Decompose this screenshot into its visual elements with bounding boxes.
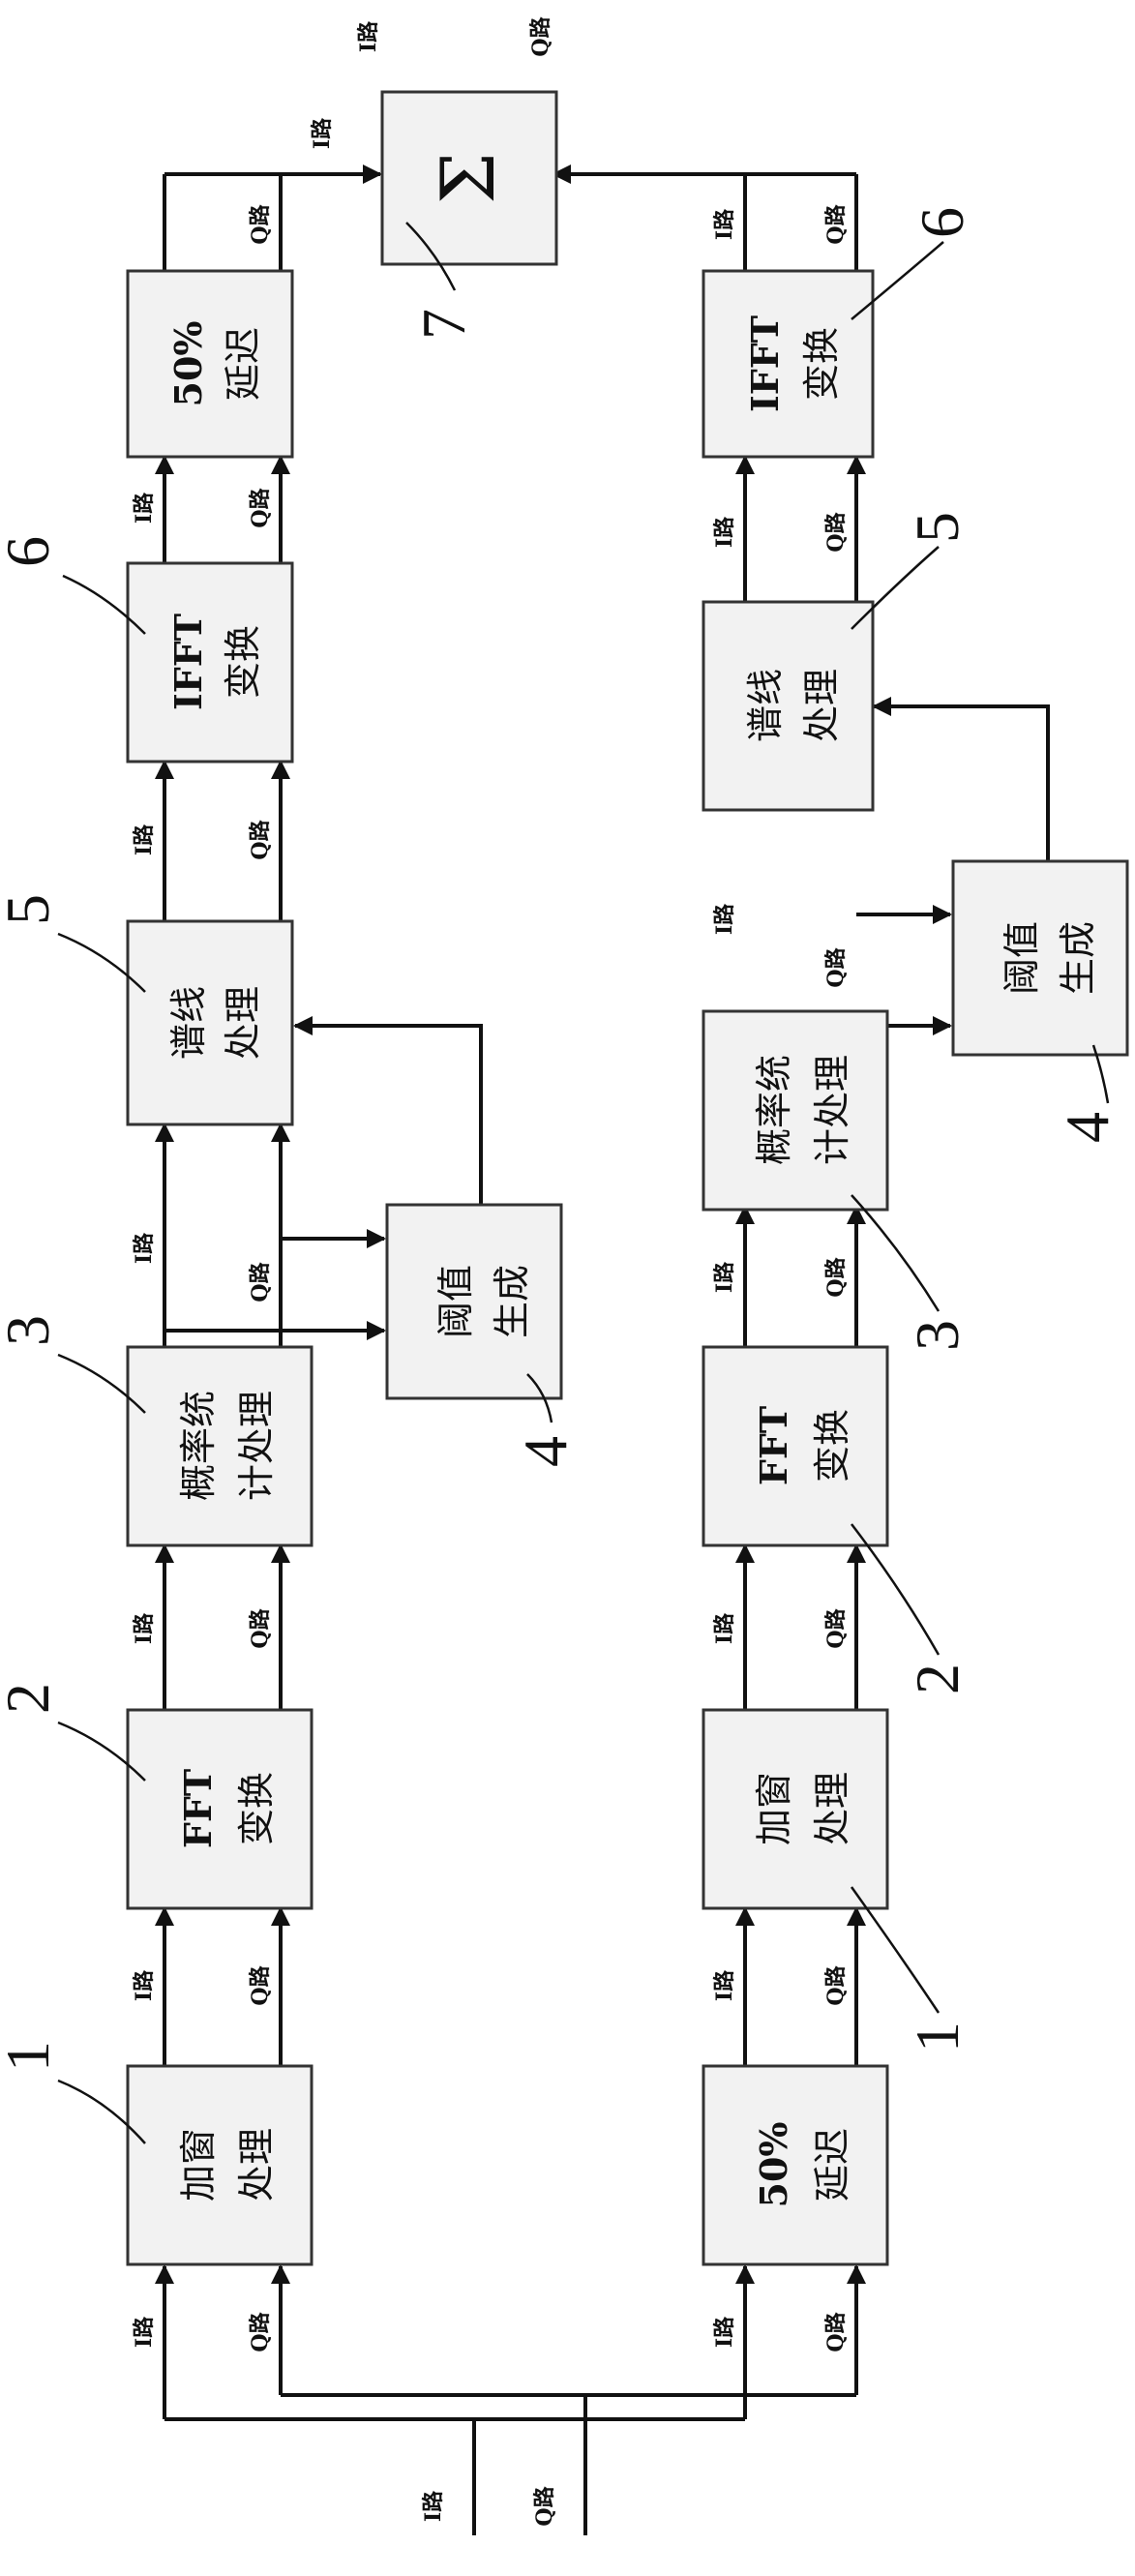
signal-label-i: I路 [712,903,737,935]
fft-block-lower: FFT 变换 [703,1347,887,1545]
signal-label-q: Q路 [823,511,849,552]
window-block-lower-line2: 处理 [811,1772,853,1845]
threshold-block-upper-line1: 阈值 [434,1265,477,1338]
prob-stat-block-lower-line2: 计处理 [811,1055,853,1165]
signal-label-q: Q路 [823,2311,849,2351]
ref-number-5-upper: 5 [0,894,62,925]
spectral-block-lower-line2: 处理 [800,669,843,742]
threshold-block-upper: 阈值 生成 [387,1205,561,1398]
threshold-block-lower-line2: 生成 [1057,921,1099,995]
signal-label-q: Q路 [248,2311,273,2351]
signal-label-q: Q路 [823,1607,849,1648]
spectral-block-lower-line1: 谱线 [744,669,787,742]
window-block-upper: 加窗 处理 [128,2066,312,2264]
prob-stat-block-upper-line1: 概率统 [177,1391,220,1501]
ref-number-5-lower: 5 [903,512,971,543]
signal-label-i: I路 [132,824,157,855]
spectral-block-upper-line1: 谱线 [167,986,210,1060]
signal-label-i: I路 [712,208,737,240]
fft-block-lower-line1: FFT [752,1406,795,1485]
signal-label-i: I路 [132,1612,157,1644]
signal-label-i-input: I路 [421,2490,446,2522]
spectral-block-upper-line2: 处理 [222,986,264,1060]
ref-number-1-lower: 1 [903,2022,971,2052]
ifft-block-upper: IFFT 变换 [128,563,292,762]
spectral-block-upper: 谱线 处理 [128,921,292,1124]
window-block-lower-line1: 加窗 [753,1772,795,1845]
delay-block-upper-line2: 延迟 [222,327,264,401]
window-block-upper-line2: 处理 [235,2128,278,2202]
signal-label-q: Q路 [823,1964,849,2005]
summation-block: Σ [382,92,556,264]
ref-number-3-upper: 3 [0,1315,62,1346]
ref-number-4-upper: 4 [511,1436,580,1467]
ifft-block-upper-line2: 变换 [222,625,264,699]
signal-label-i: I路 [132,1232,157,1264]
leader-1-lower [851,1887,939,2013]
ref-number-7: 7 [409,309,478,340]
sigma-symbol: Σ [425,152,511,204]
signal-label-i: I路 [712,1261,737,1293]
signal-label-q: Q路 [248,1607,273,1648]
signal-label-q: Q路 [823,203,849,244]
delay-block-lower-line1: 50% [752,2122,795,2208]
signal-label-q: Q路 [248,1261,273,1302]
threshold-block-lower: 阈值 生成 [953,861,1127,1055]
signal-label-i: I路 [712,2316,737,2348]
ref-number-2-upper: 2 [0,1683,62,1714]
leader-5-lower [851,547,939,629]
signal-label-i: I路 [132,1969,157,2001]
signal-label-q-input: Q路 [532,2485,557,2526]
delay-block-lower: 50% 延迟 [703,2066,887,2264]
leader-3-lower [851,1195,939,1311]
signal-label-i: I路 [132,492,157,524]
ref-number-2-lower: 2 [903,1663,971,1694]
signal-label-q: Q路 [248,1964,273,2005]
signal-label-i: I路 [310,117,335,149]
ref-number-4-lower: 4 [1053,1112,1121,1143]
prob-stat-block-lower: 概率统 计处理 [703,1011,887,1210]
delay-block-upper-line1: 50% [166,321,210,407]
threshold-block-lower-line1: 阈值 [1001,921,1043,995]
ref-number-3-lower: 3 [903,1320,971,1351]
spectral-block-lower: 谱线 处理 [703,602,873,810]
signal-label-i: I路 [712,1969,737,2001]
window-block-lower: 加窗 处理 [703,1710,887,1908]
signal-label-i-output: I路 [356,20,381,52]
ifft-block-lower: IFFT 变换 [703,271,873,457]
signal-label-q: Q路 [248,487,273,527]
delay-block-upper: 50% 延迟 [128,271,292,457]
ifft-block-lower-line1: IFFT [743,315,787,412]
signal-label-q: Q路 [248,203,273,244]
window-block-upper-line1: 加窗 [177,2128,220,2202]
ifft-block-upper-line1: IFFT [166,614,210,710]
fft-block-upper-line2: 变换 [235,1772,278,1845]
signal-label-q: Q路 [248,819,273,859]
delay-block-lower-line2: 延迟 [811,2128,853,2202]
signal-label-q: Q路 [823,1256,849,1297]
fft-block-lower-line2: 变换 [811,1409,853,1483]
signal-label-q-output: Q路 [528,15,553,56]
signal-label-i: I路 [132,2316,157,2348]
signal-label-q: Q路 [823,946,849,987]
ref-number-1-upper: 1 [0,2041,62,2072]
fft-block-upper-line1: FFT [176,1769,220,1848]
prob-stat-block-lower-line1: 概率统 [753,1055,795,1165]
signal-label-i: I路 [712,516,737,548]
threshold-block-upper-line2: 生成 [491,1265,533,1338]
ref-number-6-upper: 6 [0,536,62,567]
prob-stat-block-upper: 概率统 计处理 [128,1347,312,1545]
prob-stat-block-upper-line2: 计处理 [235,1391,278,1501]
ifft-block-lower-line2: 变换 [800,327,843,401]
signal-label-i: I路 [712,1612,737,1644]
ref-number-6-lower: 6 [908,207,976,238]
fft-block-upper: FFT 变换 [128,1710,312,1908]
